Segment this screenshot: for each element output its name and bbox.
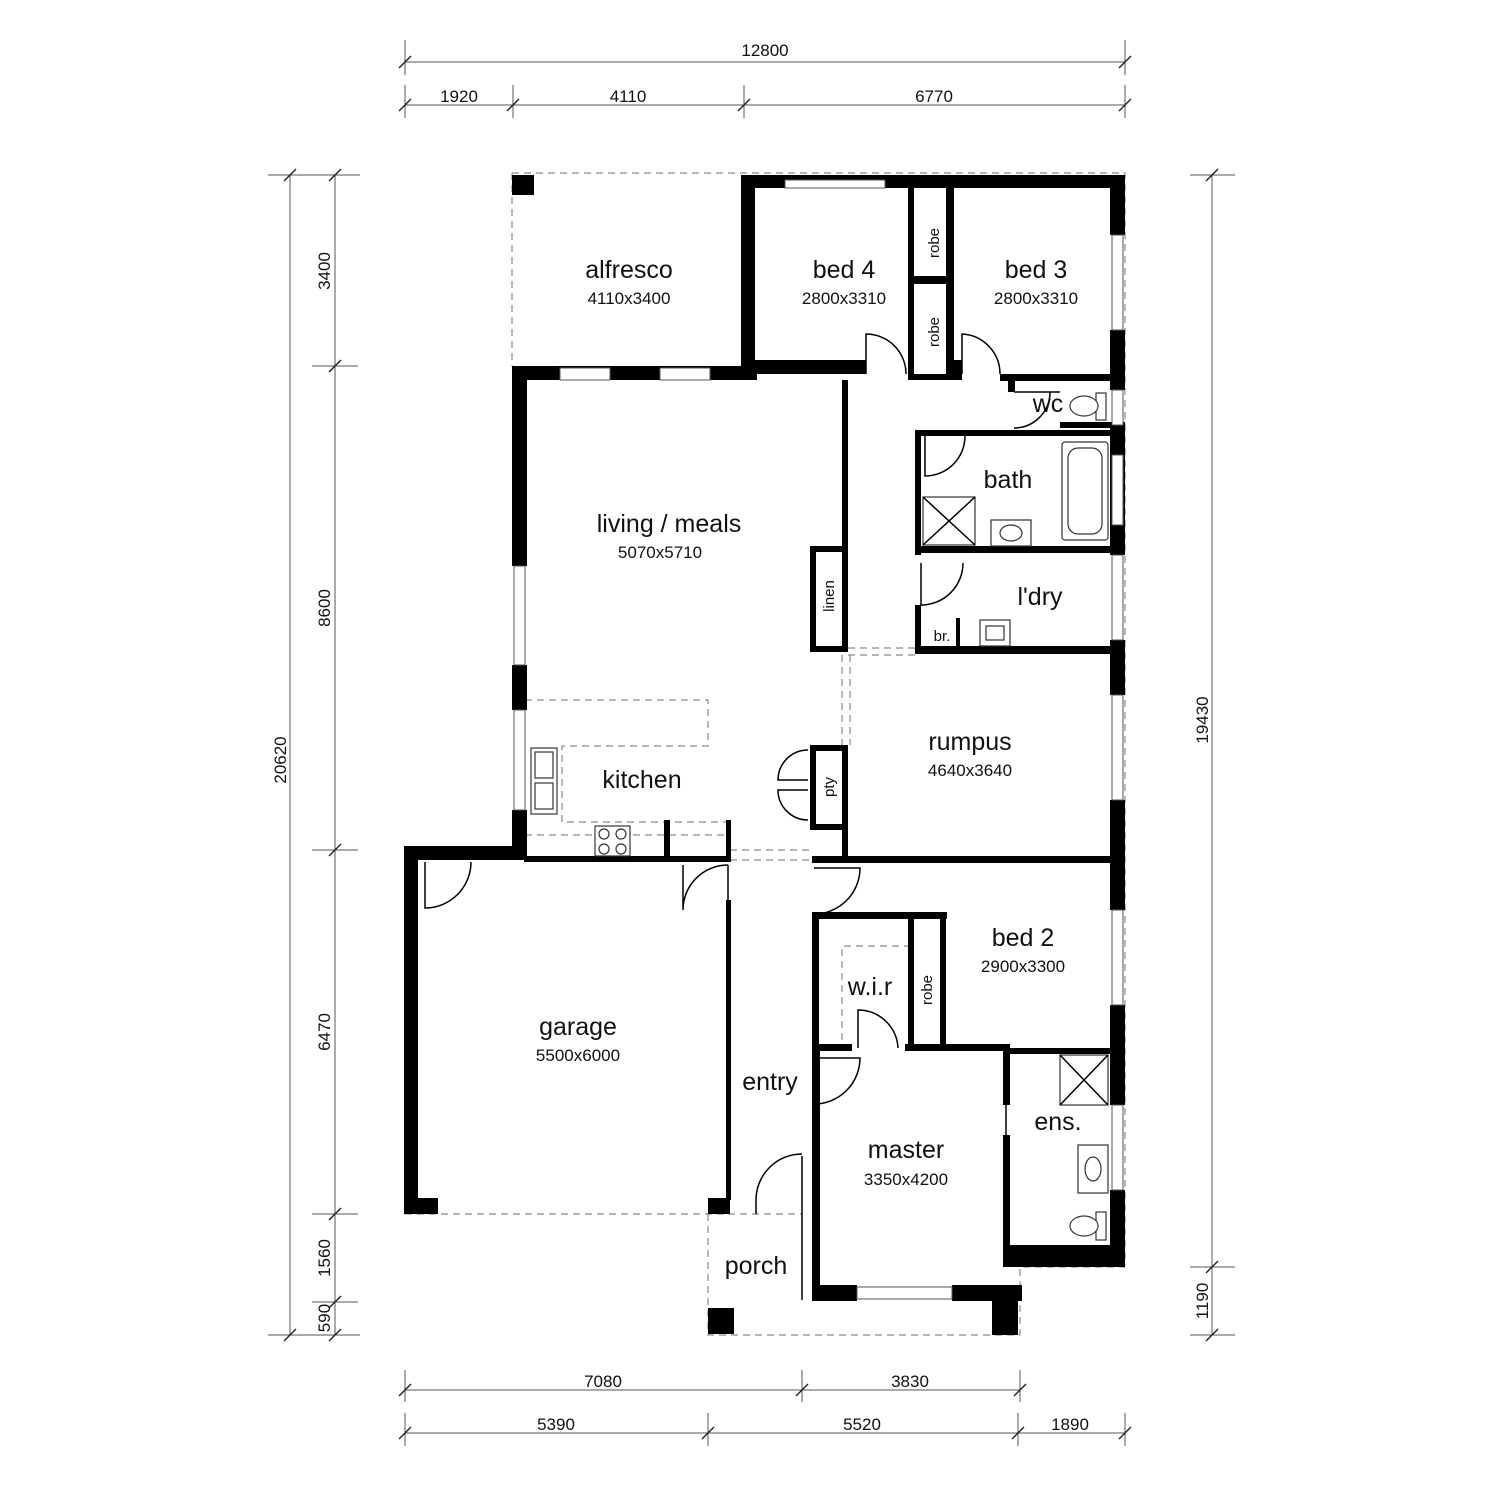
laundry-tub-icon <box>979 619 1011 647</box>
room-pty-label: pty <box>821 776 838 797</box>
room-robe-bed2-label: robe <box>919 975 936 1005</box>
bathtub-icon <box>1061 441 1109 541</box>
room-rumpus-size: 4640x3640 <box>928 761 1012 780</box>
dim-bottom-lower-1: 5390 <box>537 1415 575 1434</box>
room-master-size: 3350x4200 <box>864 1170 948 1189</box>
dimension-labels: 12800 1920 4110 6770 20620 3400 8600 647… <box>271 41 1212 1434</box>
room-robe-top2-label: robe <box>926 317 943 347</box>
dim-top-2: 4110 <box>610 87 647 106</box>
room-labels: alfresco 4110x3400 bed 4 2800x3310 bed 3… <box>536 228 1082 1280</box>
basin-icon <box>990 519 1032 547</box>
kitchen-sink-icon <box>530 747 558 815</box>
ensuite-shower-icon <box>1059 1054 1109 1106</box>
room-living-size: 5070x5710 <box>618 543 702 562</box>
room-wir-label: w.i.r <box>847 973 892 1001</box>
room-ens-label: ens. <box>1034 1108 1081 1136</box>
room-alfresco-size: 4110x3400 <box>588 289 671 308</box>
room-bed3-label: bed 3 <box>1005 256 1068 284</box>
room-bed2-size: 2900x3300 <box>981 957 1065 976</box>
room-kitchen-label: kitchen <box>602 766 681 794</box>
dim-top-3: 6770 <box>915 87 953 106</box>
dim-top-total: 12800 <box>741 41 788 60</box>
room-wc-label: wc <box>1032 390 1064 418</box>
dim-right-bottom: 1190 <box>1193 1283 1212 1320</box>
dim-left-5: 590 <box>315 1304 334 1332</box>
dashed-outlines <box>405 172 1126 1336</box>
dim-left-3: 6470 <box>315 1013 334 1051</box>
dimension-lines <box>268 40 1235 1446</box>
walls <box>404 175 1125 1335</box>
room-bed2-label: bed 2 <box>992 924 1055 952</box>
room-robe-top1-label: robe <box>926 228 943 258</box>
dim-left-4: 1560 <box>315 1239 334 1277</box>
fixtures <box>530 392 1109 1241</box>
dim-left-total: 20620 <box>271 736 290 783</box>
windows <box>513 179 1124 1300</box>
ensuite-basin-icon <box>1077 1144 1109 1194</box>
room-garage-label: garage <box>539 1013 617 1041</box>
room-master-label: master <box>868 1136 944 1164</box>
room-bed4-size: 2800x3310 <box>802 289 886 308</box>
room-bath-label: bath <box>984 466 1033 494</box>
dim-left-1: 3400 <box>315 252 334 290</box>
room-alfresco-label: alfresco <box>585 256 673 284</box>
room-ldry-label: l'dry <box>1017 583 1063 611</box>
toilet-icon <box>1069 392 1107 421</box>
room-garage-size: 5500x6000 <box>536 1046 620 1065</box>
room-bed4-label: bed 4 <box>813 256 876 284</box>
ensuite-toilet-icon <box>1069 1211 1107 1241</box>
room-entry-label: entry <box>742 1068 798 1096</box>
cooktop-icon <box>594 825 631 857</box>
dim-bottom-upper-2: 3830 <box>891 1372 929 1391</box>
dim-bottom-lower-2: 5520 <box>843 1415 881 1434</box>
dim-right-total: 19430 <box>1193 696 1212 743</box>
dim-left-2: 8600 <box>315 589 334 627</box>
room-porch-label: porch <box>725 1252 788 1280</box>
room-br-label: br. <box>934 628 951 645</box>
dim-bottom-upper-1: 7080 <box>584 1372 622 1391</box>
room-linen-label: linen <box>821 580 838 612</box>
room-living-label: living / meals <box>597 510 742 538</box>
dim-bottom-lower-3: 1890 <box>1051 1415 1089 1434</box>
room-bed3-size: 2800x3310 <box>994 289 1078 308</box>
shower-icon <box>922 496 976 546</box>
dim-top-1: 1920 <box>440 87 478 106</box>
doors <box>424 333 1060 1300</box>
room-rumpus-label: rumpus <box>928 728 1011 756</box>
